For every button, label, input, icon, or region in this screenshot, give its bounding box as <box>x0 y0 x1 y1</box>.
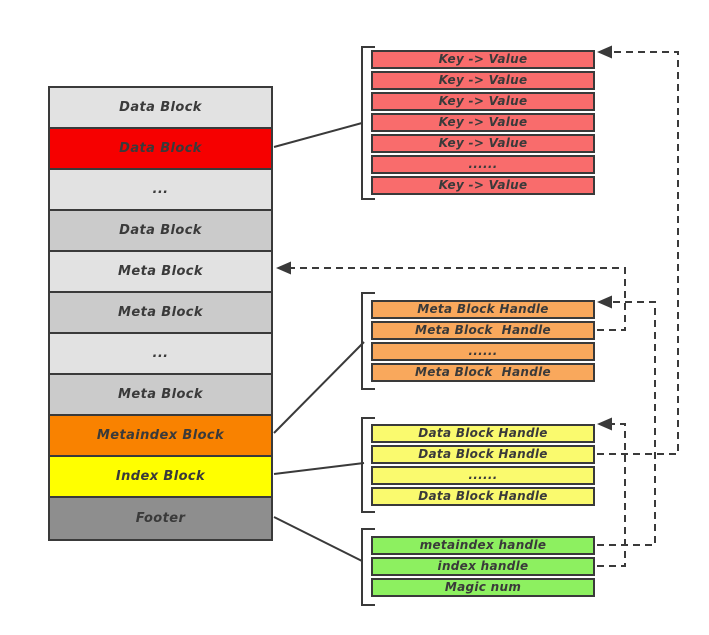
stack-block-footer: Footer <box>50 498 271 539</box>
stack-block-label: Footer <box>135 511 186 526</box>
stack-block-label: Data Block <box>119 100 202 115</box>
data-handle-row-label: Data Block Handle <box>418 447 548 461</box>
footer-row-label: Magic num <box>444 580 522 594</box>
stack-block-label: Data Block <box>119 223 202 238</box>
stack-block-index: Index Block <box>50 457 271 498</box>
meta-handle-row-ellipsis: ...... <box>371 342 595 361</box>
footer-row-metaindex-handle: metaindex handle <box>371 536 595 555</box>
stack-block-label: Meta Block <box>118 387 203 402</box>
stack-block-data-1: Data Block <box>50 88 271 129</box>
meta-handle-row: Meta Block Handle <box>371 363 595 382</box>
kv-row-label: Key -> Value <box>438 94 528 108</box>
arrowhead-meta-handle-table <box>597 295 612 309</box>
footer-row-index-handle: index handle <box>371 557 595 576</box>
kv-table: Key -> Value Key -> Value Key -> Value K… <box>371 50 595 195</box>
meta-handle-row-label: Meta Block Handle <box>415 365 551 379</box>
footer-table: metaindex handle index handle Magic num <box>371 536 595 597</box>
arrowhead-meta-block <box>276 261 291 275</box>
stack-block-meta-1: Meta Block <box>50 252 271 293</box>
data-handle-row-label: Data Block Handle <box>418 489 548 503</box>
meta-handle-row-label: Meta Block Handle <box>415 323 551 337</box>
pointer-indexhandle-to-data-handle-table <box>597 423 626 567</box>
connector-footer-to-footer-table <box>273 516 363 562</box>
data-handle-row-label: Data Block Handle <box>418 426 548 440</box>
data-handle-row: Data Block Handle <box>371 445 595 464</box>
stack-block-label: Metaindex Block <box>96 428 225 443</box>
kv-row-label: Key -> Value <box>438 178 528 192</box>
kv-row: Key -> Value <box>371 134 595 153</box>
stack-block-label: Meta Block <box>118 264 203 279</box>
stack-block-label: Index Block <box>115 469 206 484</box>
arrowhead-data-handle-table <box>597 417 612 431</box>
stack-block-label: Meta Block <box>118 305 203 320</box>
stack-block-data-3: Data Block <box>50 211 271 252</box>
connector-metaindex-to-meta-handle-table <box>273 341 365 434</box>
sstable-stack: Data Block Data Block ... Data Block Met… <box>48 86 273 541</box>
kv-row: Key -> Value <box>371 50 595 69</box>
footer-row-label: index handle <box>437 559 529 573</box>
stack-block-label: ... <box>152 182 169 197</box>
kv-row-ellipsis: ...... <box>371 155 595 174</box>
kv-row-label: Key -> Value <box>438 136 528 150</box>
kv-row-label: ...... <box>468 157 498 171</box>
stack-block-data-2-highlighted: Data Block <box>50 129 271 170</box>
meta-handle-row: Meta Block Handle <box>371 321 595 340</box>
arrowhead-kv-table <box>597 45 612 59</box>
data-handle-table: Data Block Handle Data Block Handle ....… <box>371 424 595 506</box>
pointer-datahandle-to-kv-table <box>597 51 679 455</box>
stack-block-ellipsis-1: ... <box>50 170 271 211</box>
data-handle-row-label: ...... <box>468 468 498 482</box>
data-handle-row: Data Block Handle <box>371 424 595 443</box>
meta-handle-table: Meta Block Handle Meta Block Handle ....… <box>371 300 595 382</box>
stack-block-meta-3: Meta Block <box>50 375 271 416</box>
stack-block-metaindex: Metaindex Block <box>50 416 271 457</box>
kv-row: Key -> Value <box>371 71 595 90</box>
footer-row-magic-num: Magic num <box>371 578 595 597</box>
data-handle-row-ellipsis: ...... <box>371 466 595 485</box>
stack-block-ellipsis-2: ... <box>50 334 271 375</box>
stack-block-label: Data Block <box>119 141 202 156</box>
data-handle-row: Data Block Handle <box>371 487 595 506</box>
bracket-footer-table <box>361 528 375 606</box>
kv-row: Key -> Value <box>371 176 595 195</box>
stack-block-meta-2: Meta Block <box>50 293 271 334</box>
stack-block-label: ... <box>152 346 169 361</box>
connector-datablock-to-kv-table <box>273 122 363 148</box>
connector-index-to-data-handle-table <box>273 462 365 475</box>
kv-row-label: Key -> Value <box>438 115 528 129</box>
meta-handle-row-label: ...... <box>468 344 498 358</box>
kv-row-label: Key -> Value <box>438 73 528 87</box>
kv-row: Key -> Value <box>371 113 595 132</box>
kv-row: Key -> Value <box>371 92 595 111</box>
meta-handle-row-label: Meta Block Handle <box>417 302 549 316</box>
meta-handle-row: Meta Block Handle <box>371 300 595 319</box>
pointer-metaindexhandle-to-meta-handle-table <box>597 301 656 546</box>
footer-row-label: metaindex handle <box>419 538 547 552</box>
kv-row-label: Key -> Value <box>438 52 528 66</box>
